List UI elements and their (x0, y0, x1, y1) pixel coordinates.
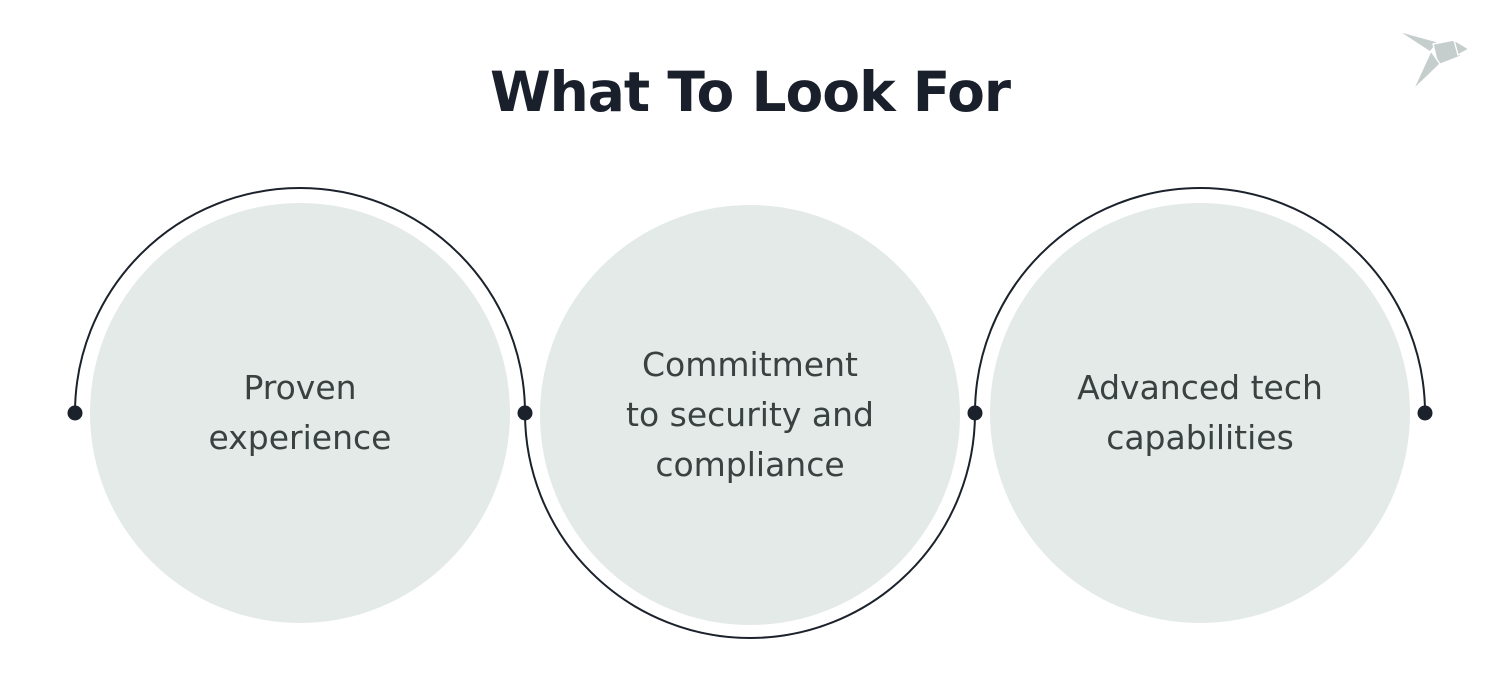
connector-dot (67, 405, 83, 421)
circle-advanced-tech: Advanced tech capabilities (990, 203, 1410, 623)
circle-label-line: Commitment (642, 345, 858, 384)
circle-label-line: experience (208, 418, 392, 457)
circle-label: Proven experience (209, 363, 392, 463)
origami-bird-logo (1397, 30, 1470, 91)
bird-tail (1412, 50, 1441, 91)
circle-label-line: to security and (626, 395, 874, 434)
circle-label: Advanced tech capabilities (1077, 363, 1323, 463)
circle-proven-experience: Proven experience (90, 203, 510, 623)
circle-label-line: capabilities (1106, 418, 1294, 457)
connector-dot (967, 405, 983, 421)
circle-security-compliance: Commitment to security and compliance (540, 205, 960, 625)
circle-label-line: compliance (655, 445, 845, 484)
page-title: What To Look For (489, 60, 1011, 124)
circle-label: Commitment to security and compliance (626, 340, 874, 490)
circle-label-line: Proven (243, 368, 357, 407)
connector-dot (1417, 405, 1433, 421)
bird-wing (1397, 30, 1439, 53)
connector-dot (517, 405, 533, 421)
circle-label-line: Advanced tech (1077, 368, 1323, 407)
bird-head (1453, 39, 1470, 56)
